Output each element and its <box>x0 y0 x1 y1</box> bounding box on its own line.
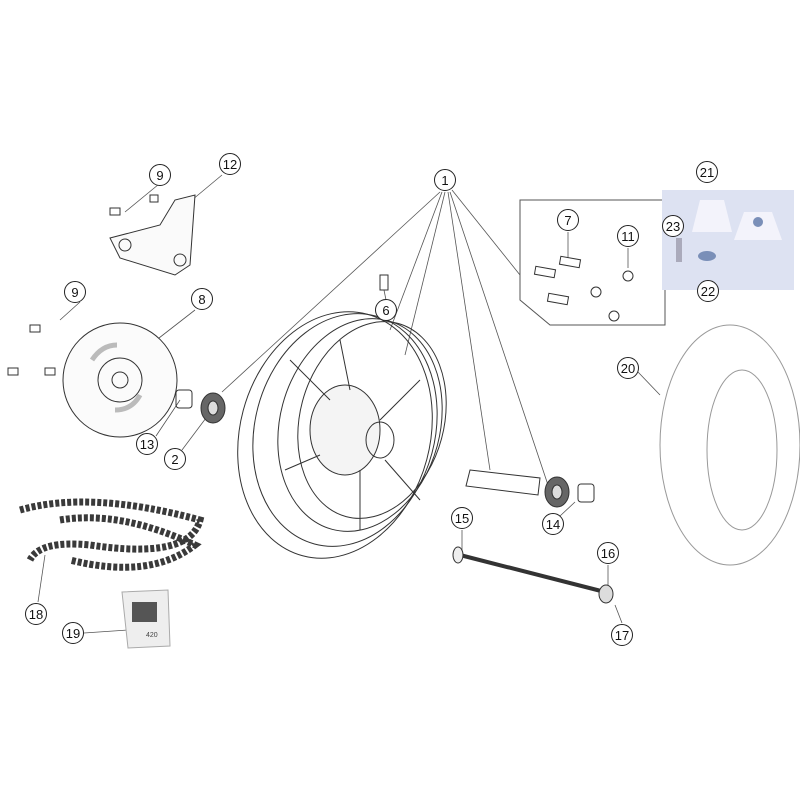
callout-12: 12 <box>219 153 241 175</box>
caliper-bracket <box>109 194 196 276</box>
callout-2: 2 <box>164 448 186 470</box>
tire <box>659 324 800 566</box>
callout-8: 8 <box>191 288 213 310</box>
axle <box>452 546 614 604</box>
callout-13: 13 <box>136 433 158 455</box>
callout-16: 16 <box>597 542 619 564</box>
callout-19: 19 <box>62 622 84 644</box>
bumper-photo <box>662 190 794 290</box>
leader-lines <box>37 174 661 634</box>
wheel <box>237 311 447 559</box>
callout-17: 17 <box>611 624 633 646</box>
valve-bolt <box>379 274 389 291</box>
chain <box>19 498 205 571</box>
callout-9-disc: 9 <box>64 281 86 303</box>
callout-23: 23 <box>662 215 684 237</box>
callout-11: 11 <box>617 225 639 247</box>
callout-1: 1 <box>434 169 456 191</box>
chain-bag-label: 420 <box>146 632 158 639</box>
axle-spacer <box>465 469 541 496</box>
callout-14: 14 <box>542 513 564 535</box>
bearing-right <box>544 476 570 508</box>
brake-disc <box>7 322 178 438</box>
callout-7: 7 <box>557 209 579 231</box>
small-parts-box <box>519 199 666 326</box>
callout-18: 18 <box>25 603 47 625</box>
callout-15: 15 <box>451 507 473 529</box>
callout-21: 21 <box>696 161 718 183</box>
callout-9-top: 9 <box>149 164 171 186</box>
callout-6: 6 <box>375 299 397 321</box>
bearing-left <box>200 392 226 424</box>
callout-22: 22 <box>697 280 719 302</box>
callout-20: 20 <box>617 357 639 379</box>
